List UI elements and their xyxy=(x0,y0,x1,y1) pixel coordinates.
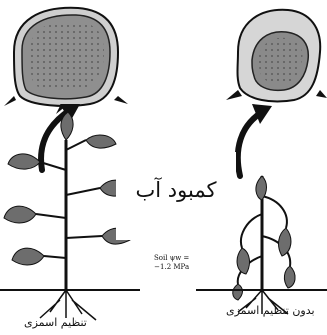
water-deficit-label: کمبود آب xyxy=(116,172,236,208)
cell-left xyxy=(4,8,128,114)
arrow-left xyxy=(41,104,80,170)
caption-with-osmotic-adjustment: تنظیم اسمزی xyxy=(24,316,87,329)
caption-without-osmotic-adjustment: بدون تنظیم اسمزی xyxy=(226,304,315,317)
arrow-right xyxy=(238,104,272,176)
soil-label-line-2: −1.2 MPa xyxy=(154,263,189,272)
soil-label-line-1: Soil ψw = xyxy=(154,254,189,263)
cell-right xyxy=(226,10,327,102)
blank-box-top xyxy=(134,46,226,126)
soil-water-potential-label: Soil ψw = −1.2 MPa xyxy=(154,254,189,272)
